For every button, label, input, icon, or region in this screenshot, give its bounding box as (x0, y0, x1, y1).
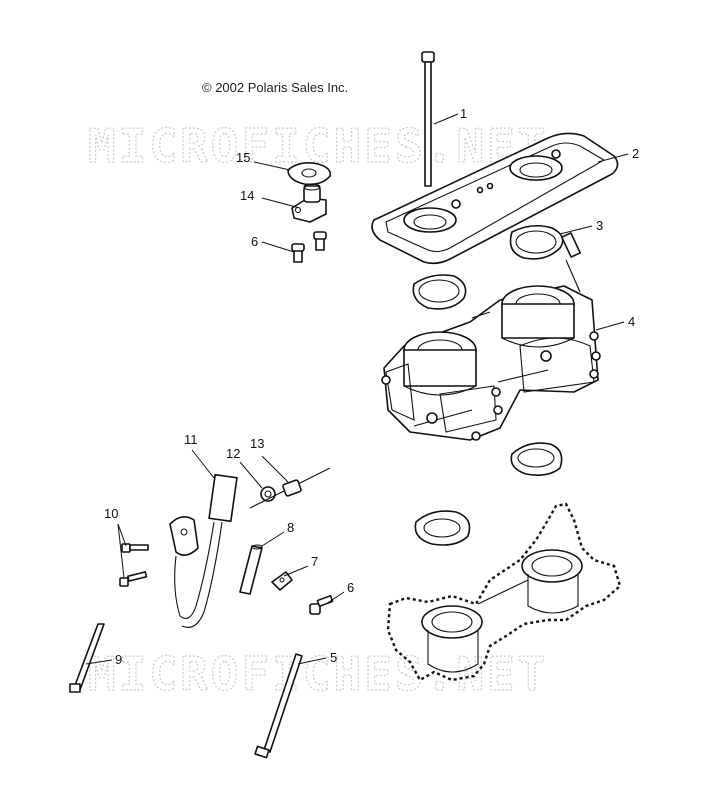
callout-1: 1 (460, 106, 467, 121)
callout-12: 12 (226, 446, 240, 461)
part-14-sensor (291, 183, 327, 223)
callout-4: 4 (628, 314, 635, 329)
part-6-bolts-upper (291, 231, 327, 263)
callout-5: 5 (330, 650, 337, 665)
callout-6-lower: 6 (347, 580, 354, 595)
callout-7: 7 (311, 554, 318, 569)
callout-9: 9 (115, 652, 122, 667)
part-9-rod (69, 623, 105, 693)
callout-14: 14 (240, 188, 254, 203)
part-1-bolt (421, 51, 435, 187)
part-4-throttle-body (381, 232, 601, 441)
lower-gasket-right (510, 442, 563, 476)
copyright-text: © 2002 Polaris Sales Inc. (202, 80, 348, 95)
part-5-rod (254, 653, 303, 759)
upper-gasket (412, 274, 467, 310)
callout-8: 8 (287, 520, 294, 535)
lower-gasket-left (414, 510, 471, 546)
callout-6-upper: 6 (251, 234, 258, 249)
part-8-sleeve (239, 544, 263, 595)
part-6-bolt-lower (309, 594, 334, 615)
callout-15: 15 (236, 150, 250, 165)
watermark-bottom: MICROFICHES.NET (88, 647, 548, 701)
callout-11: 11 (184, 432, 198, 447)
callout-3: 3 (596, 218, 603, 233)
callout-13: 13 (250, 436, 264, 451)
leader-lines (85, 113, 629, 665)
part-13-connector (249, 467, 331, 509)
callout-10: 10 (104, 506, 118, 521)
part-10-bolts (119, 543, 149, 587)
part-15-gasket (287, 162, 332, 186)
intake-manifold (386, 502, 622, 682)
callout-2: 2 (632, 146, 639, 161)
part-3-gasket (509, 224, 564, 260)
part-11-sensor-cable (169, 473, 238, 628)
part-7-clamp (271, 571, 293, 591)
part-2-cover-plate (371, 132, 619, 265)
